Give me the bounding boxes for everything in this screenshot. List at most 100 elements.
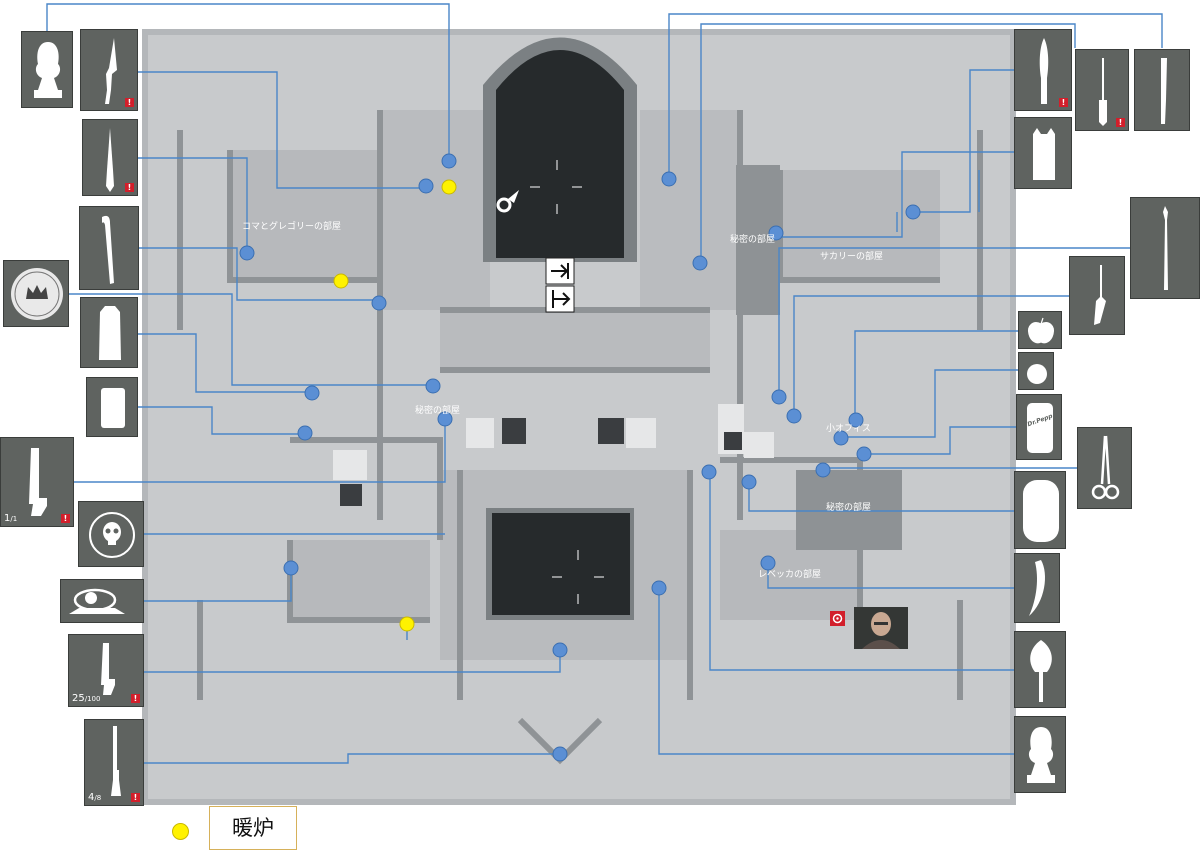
item-tile-crown-coin[interactable] [3,260,69,327]
item-tile-milk-carton[interactable] [80,297,138,368]
item-tile-silenced-pistol[interactable]: 25/100 ! [68,634,144,707]
item-marker [768,225,784,241]
item-tile-shotgun[interactable]: 4/8 ! [84,719,144,806]
warning-icon: ! [131,793,140,802]
item-tile-kitchen-knife[interactable]: ! [1014,29,1072,111]
item-tile-crowbar[interactable] [79,206,139,290]
outer-wall [142,29,1016,805]
legend-label: 暖炉 [209,806,297,850]
legend-fireplace-dot [172,823,189,840]
target-icon [830,611,845,626]
item-marker [441,153,457,169]
item-marker [304,385,320,401]
item-tile-orange[interactable] [1018,352,1054,390]
stairs [333,404,774,506]
crown-coin-icon [11,268,63,320]
item-tile-bust[interactable] [21,31,73,108]
floor-area [380,110,490,310]
item-marker [848,412,864,428]
sword-cane-icon [1163,206,1168,290]
item-tile-bust-right[interactable] [1014,716,1066,793]
floor-area [640,110,740,310]
screwdriver-icon [1099,58,1107,126]
floor-area [230,150,380,280]
letter-opener-icon [106,128,114,192]
apple-icon [1028,317,1054,344]
room-label: 秘密の部屋 [826,503,872,513]
shotgun-icon [111,726,121,796]
room-label: 秘密の部屋 [730,235,776,245]
room-label: レベッカの部屋 [758,570,822,580]
item-marker [661,171,677,187]
item-tile-banana[interactable] [1014,553,1060,623]
soap-bar-icon [101,388,125,428]
bust-statue-icon [34,42,62,98]
scissors-icon [1091,435,1120,500]
item-marker [741,474,757,490]
item-tile-pistol[interactable]: 1/1 ! [0,437,74,527]
item-marker [552,642,568,658]
pillow-icon [1023,480,1059,542]
item-tile-knife[interactable]: ! [80,29,138,111]
item-marker [239,245,255,261]
item-marker [786,408,802,424]
fireplace-marker [333,273,349,289]
floor-area [780,170,940,280]
target-portrait[interactable] [854,607,908,649]
item-tile-pillow[interactable] [1014,471,1066,549]
room-label: コマとグレゴリーの部屋 [242,222,342,232]
fireplace-marker [441,179,457,195]
fireplace-marker [399,616,415,632]
item-marker [856,446,872,462]
north-hall [496,50,624,258]
item-tile-soap[interactable] [86,377,138,437]
skull-emblem-icon [89,512,135,558]
south-hall [492,513,630,615]
milk-carton-icon [99,306,121,360]
pistol-icon [29,448,47,516]
item-tile-scissors[interactable] [1077,427,1132,509]
item-tile-soda-can[interactable]: Dr.Pepp [1016,394,1062,460]
cleaver-icon [1161,58,1167,124]
item-tile-sword-cane[interactable] [1130,197,1200,299]
soda-can-icon [1027,403,1053,453]
item-tile-hook-tool[interactable] [1069,256,1125,335]
feather-duster-icon [1030,640,1052,702]
item-tile-letter-opener[interactable]: ! [82,119,138,196]
item-tile-feather-duster[interactable] [1014,631,1066,708]
player-icon [496,190,519,213]
bust-statue-icon [1027,727,1055,783]
warning-icon: ! [61,514,70,523]
item-tile-screwdriver[interactable]: ! [1075,49,1129,131]
item-marker [760,555,776,571]
warning-icon: ! [1116,118,1125,127]
banana-icon [1029,560,1045,616]
item-tile-cat-figure[interactable] [1014,117,1072,189]
item-tile-skull-emblem[interactable] [78,501,144,567]
item-tile-cleaver[interactable] [1134,49,1190,131]
item-tile-disguise[interactable] [60,579,144,623]
item-marker [815,462,831,478]
crosshair [530,160,582,214]
dark-room [796,470,902,550]
item-tile-apple[interactable] [1018,311,1062,349]
item-marker [771,389,787,405]
hook-tool-icon [1094,265,1106,325]
floor-area [290,540,430,620]
cat-figure-icon [1033,128,1055,180]
crowbar-icon [102,215,114,284]
floor-area [440,310,710,370]
item-marker [425,378,441,394]
ammo-count: 4/8 [88,792,102,803]
warning-icon: ! [1059,98,1068,107]
disguise-icon [69,588,125,614]
fireplace-markers [333,179,457,632]
ammo-count: 25/100 [72,693,101,704]
item-marker [552,746,568,762]
item-marker [701,464,717,480]
ammo-count: 1/1 [4,513,18,524]
item-marker [833,430,849,446]
room-label: 秘密の部屋 [415,406,461,416]
dark-room [736,165,780,315]
